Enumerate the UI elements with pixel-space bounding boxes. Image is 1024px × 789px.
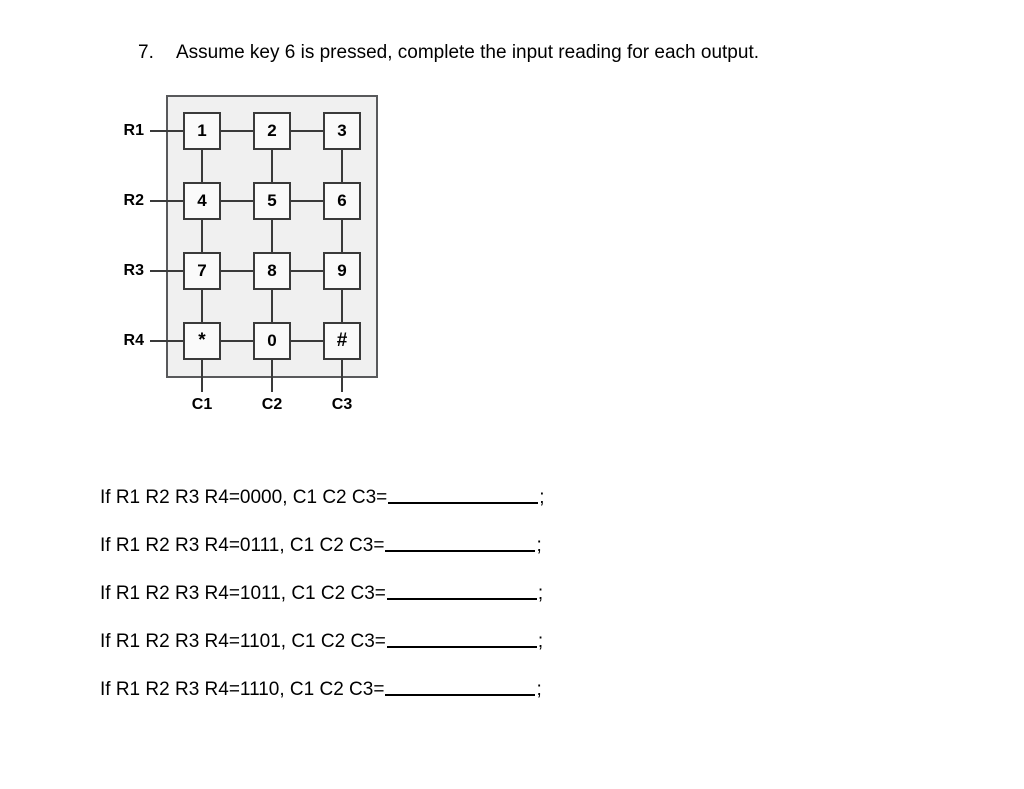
key-asterisk[interactable]: * [183,322,221,360]
answer-blank[interactable] [385,550,536,552]
answer-suffix: ; [536,679,542,700]
question-text: Assume key 6 is pressed, complete the in… [176,42,759,63]
key-6[interactable]: 6 [323,182,361,220]
answer-blank[interactable] [386,598,537,600]
answer-line: If R1 R2 R3 R4=1101, C1 C2 C3=; [100,629,880,677]
question-heading: 7. Assume key 6 is pressed, complete the … [138,40,958,66]
key-7[interactable]: 7 [183,252,221,290]
key-5[interactable]: 5 [253,182,291,220]
key-4[interactable]: 4 [183,182,221,220]
key-9[interactable]: 9 [323,252,361,290]
key-2[interactable]: 2 [253,112,291,150]
answer-blank[interactable] [386,646,537,648]
key-8[interactable]: 8 [253,252,291,290]
question-number: 7. [138,42,154,63]
answer-line: If R1 R2 R3 R4=0000, C1 C2 C3=; [100,485,880,533]
key-0[interactable]: 0 [253,322,291,360]
answer-suffix: ; [539,487,545,508]
row-label-r1: R1 [123,122,144,139]
row-wire-r2 [150,200,340,202]
col-label-c2: C2 [261,396,283,413]
key-hash[interactable]: # [323,322,361,360]
row-label-r3: R3 [123,262,144,279]
answer-prefix: If R1 R2 R3 R4=0000, C1 C2 C3= [100,487,388,508]
answer-list: If R1 R2 R3 R4=0000, C1 C2 C3=; If R1 R2… [100,485,880,725]
key-1[interactable]: 1 [183,112,221,150]
answer-suffix: ; [536,535,542,556]
answer-line: If R1 R2 R3 R4=1011, C1 C2 C3=; [100,581,880,629]
answer-prefix: If R1 R2 R3 R4=1011, C1 C2 C3= [100,583,386,604]
answer-prefix: If R1 R2 R3 R4=1101, C1 C2 C3= [100,631,386,652]
answer-line: If R1 R2 R3 R4=1110, C1 C2 C3=; [100,677,880,725]
col-label-c1: C1 [191,396,213,413]
answer-prefix: If R1 R2 R3 R4=1110, C1 C2 C3= [100,679,385,700]
answer-suffix: ; [537,631,544,652]
row-wire-r3 [150,270,340,272]
answer-suffix: ; [537,583,544,604]
col-label-c3: C3 [331,396,353,413]
keypad-matrix-diagram: R1 R2 R3 R4 1 2 3 4 5 6 7 8 9 * 0 # C1 C… [110,90,410,420]
answer-blank[interactable] [388,502,539,504]
row-label-r4: R4 [123,332,144,349]
answer-line: If R1 R2 R3 R4=0111, C1 C2 C3=; [100,533,880,581]
row-label-r2: R2 [123,192,144,209]
row-wire-r1 [150,130,340,132]
answer-blank[interactable] [385,694,536,696]
row-wire-r4 [150,340,340,342]
key-3[interactable]: 3 [323,112,361,150]
answer-prefix: If R1 R2 R3 R4=0111, C1 C2 C3= [100,535,385,556]
